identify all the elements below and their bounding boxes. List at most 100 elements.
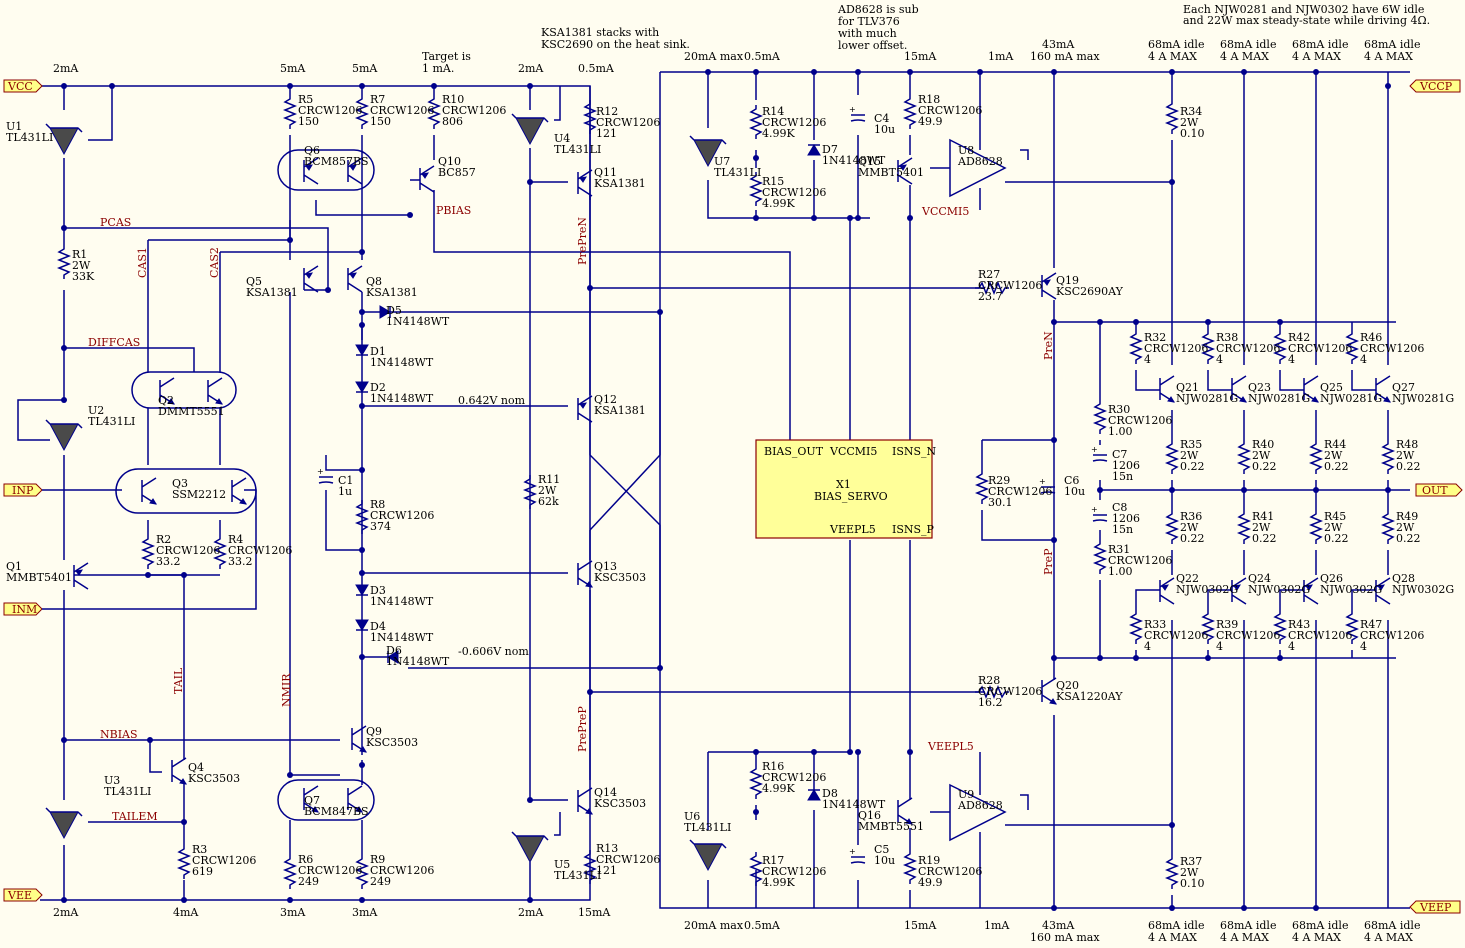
c4-capacitor-icon xyxy=(848,104,866,122)
svg-text:4 A MAX: 4 A MAX xyxy=(1292,931,1341,944)
port-vcc: VCC xyxy=(3,79,43,93)
q2-ref: Q2 xyxy=(158,394,174,407)
svg-text:VCCMI5: VCCMI5 xyxy=(921,205,969,218)
r19-ref: R19 xyxy=(918,854,940,867)
note-njw-2: and 22W max steady-state while driving 4… xyxy=(1183,14,1430,27)
q15-value1: MMBT5401 xyxy=(858,166,924,179)
junction-dots xyxy=(61,69,1391,911)
q2-value1: DMMT5551 xyxy=(158,405,225,418)
svg-text:VEE: VEE xyxy=(7,889,32,902)
r15-value1: CRCW1206 xyxy=(762,186,826,199)
q1-ref: Q1 xyxy=(6,560,22,573)
svg-text:NMIR: NMIR xyxy=(280,673,293,707)
d7-diode-icon xyxy=(807,144,821,156)
u9-ref: U9 xyxy=(958,788,974,801)
r12-ref: R12 xyxy=(596,105,618,118)
q6-value1: BCM857BS xyxy=(304,155,369,168)
r45-value2: 0.22 xyxy=(1324,532,1349,545)
svg-text:68mA idle: 68mA idle xyxy=(1220,38,1276,51)
r11-ref: R11 xyxy=(538,473,560,486)
svg-text:4mA: 4mA xyxy=(173,906,199,919)
r36-ref: R36 xyxy=(1180,510,1202,523)
u9-value1: AD8628 xyxy=(957,799,1003,812)
q23-value1: NJW0281G xyxy=(1248,392,1310,405)
q5-value1: KSA1381 xyxy=(246,286,298,299)
r8-value2: 374 xyxy=(370,520,391,533)
r35-resistor-icon xyxy=(1166,439,1178,475)
u4-zener-icon xyxy=(511,113,549,145)
r11-value1: 2W xyxy=(538,484,557,497)
svg-text:1mA: 1mA xyxy=(984,919,1010,932)
q10-transistor-icon xyxy=(419,165,435,193)
r18-resistor-icon xyxy=(904,94,916,130)
r32-value1: CRCW1206 xyxy=(1144,342,1208,355)
q13-ref: Q13 xyxy=(594,560,617,573)
r39-value2: 4 xyxy=(1216,640,1223,653)
r17-ref: R17 xyxy=(762,854,784,867)
svg-text:0.5mA: 0.5mA xyxy=(744,50,781,63)
d2-diode-icon xyxy=(355,381,369,393)
q6-ref: Q6 xyxy=(304,144,320,157)
r3-ref: R3 xyxy=(192,843,207,856)
svg-text:5mA: 5mA xyxy=(352,62,378,75)
q2b-transistor-icon xyxy=(207,377,223,405)
svg-text:INP: INP xyxy=(12,484,34,497)
d2-ref: D2 xyxy=(370,381,386,394)
svg-text:4 A MAX: 4 A MAX xyxy=(1148,50,1197,63)
u3-zener-icon xyxy=(45,807,83,839)
c5-ref: C5 xyxy=(874,843,889,856)
note-ksa1381-1: KSA1381 stacks with xyxy=(541,26,659,39)
c8-value1: 1206 xyxy=(1112,512,1140,525)
d2-value1: 1N4148WT xyxy=(370,392,434,405)
note-ad8628-3: with much xyxy=(838,27,897,40)
r6-ref: R6 xyxy=(298,853,313,866)
d8-ref: D8 xyxy=(822,787,838,800)
u4-value1: TL431LI xyxy=(554,143,601,156)
svg-text:15mA: 15mA xyxy=(904,919,937,932)
r27-value2: 23.7 xyxy=(978,290,1003,303)
q12-value1: KSA1381 xyxy=(594,404,646,417)
svg-text:160 mA max: 160 mA max xyxy=(1030,50,1100,63)
d5-ref: D5 xyxy=(386,304,402,317)
q1-value1: MMBT5401 xyxy=(6,571,72,584)
q11-ref: Q11 xyxy=(594,166,617,179)
svg-text:68mA idle: 68mA idle xyxy=(1148,38,1204,51)
r1-value1: 2W xyxy=(72,259,91,272)
r16-value1: CRCW1206 xyxy=(762,771,826,784)
q7-ref: Q7 xyxy=(304,794,320,807)
r17-value2: 4.99K xyxy=(762,876,795,889)
r47-value2: 4 xyxy=(1360,640,1367,653)
svg-text:ISNS_N: ISNS_N xyxy=(892,445,937,458)
r34-ref: R34 xyxy=(1180,105,1202,118)
svg-text:4 A MAX: 4 A MAX xyxy=(1364,50,1413,63)
r34-value2: 0.10 xyxy=(1180,127,1205,140)
u5-zener-icon xyxy=(511,831,549,863)
r29-ref: R29 xyxy=(988,474,1010,487)
svg-text:43mA: 43mA xyxy=(1042,919,1075,932)
q3a-transistor-icon xyxy=(141,477,157,505)
svg-text:1mA: 1mA xyxy=(988,50,1014,63)
u1-ref: U1 xyxy=(6,120,22,133)
r13-value1: CRCW1206 xyxy=(596,853,660,866)
svg-text:4 A MAX: 4 A MAX xyxy=(1220,931,1269,944)
svg-text:CAS1: CAS1 xyxy=(136,247,149,278)
r29-value2: 30.1 xyxy=(988,496,1013,509)
r32-ref: R32 xyxy=(1144,331,1166,344)
r12-value2: 121 xyxy=(596,127,617,140)
q28-value1: NJW0302G xyxy=(1392,583,1454,596)
r6-value1: CRCW1206 xyxy=(298,864,362,877)
q10-ref: Q10 xyxy=(438,155,461,168)
svg-text:3mA: 3mA xyxy=(280,906,306,919)
svg-text:VCC: VCC xyxy=(7,80,33,93)
output-stage xyxy=(1135,72,1389,908)
r10-ref: R10 xyxy=(442,93,464,106)
r5-value2: 150 xyxy=(298,115,319,128)
r16-value2: 4.99K xyxy=(762,782,795,795)
r33-value1: CRCW1206 xyxy=(1144,629,1208,642)
r30-resistor-icon xyxy=(1094,399,1106,435)
c1-value1: 1u xyxy=(338,485,352,498)
r18-value1: CRCW1206 xyxy=(918,104,982,117)
d1-value1: 1N4148WT xyxy=(370,356,434,369)
q3-value1: SSM2212 xyxy=(172,488,226,501)
r46-ref: R46 xyxy=(1360,331,1382,344)
